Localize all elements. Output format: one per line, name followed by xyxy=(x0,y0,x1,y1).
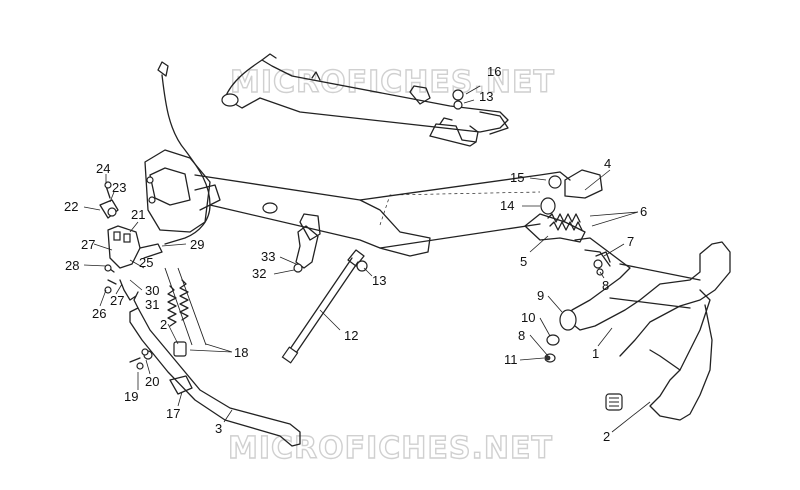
callout-24: 24 xyxy=(96,161,110,176)
callout-28: 28 xyxy=(65,258,79,273)
callout-17: 17 xyxy=(166,406,180,421)
callout-10: 10 xyxy=(521,310,535,325)
callout-1: 1 xyxy=(592,346,599,361)
mount-bracket xyxy=(293,225,319,273)
callout-5: 5 xyxy=(520,254,527,269)
watermark-top: MICROFICHES.NET xyxy=(230,65,555,100)
callout-19: 19 xyxy=(124,389,138,404)
watermark-bottom: MICROFICHES.NET xyxy=(228,431,553,466)
callout-7: 7 xyxy=(627,234,634,249)
callout-13-mid: 13 xyxy=(372,273,386,288)
callout-30: 30 xyxy=(145,283,159,298)
stand-rubber-foot xyxy=(605,393,623,411)
stand-pivot-bolt xyxy=(281,249,365,364)
side-stand xyxy=(129,291,301,447)
frame-tube xyxy=(221,53,509,147)
callout-21: 21 xyxy=(131,207,145,222)
switch-assembly xyxy=(99,181,163,301)
callout-27-lower: 27 xyxy=(110,293,124,308)
callout-3: 3 xyxy=(215,421,222,436)
center-stand xyxy=(559,237,731,421)
callout-11: 11 xyxy=(504,352,518,367)
callout-13-top: 13 xyxy=(479,89,493,104)
callout-12: 12 xyxy=(344,328,358,343)
callout-31: 31 xyxy=(145,297,159,312)
callout-labels: 16 13 15 4 14 6 5 7 8 9 10 8 11 1 2 12 1… xyxy=(64,64,647,444)
callout-8-lower: 8 xyxy=(518,328,525,343)
callout-29: 29 xyxy=(190,237,204,252)
callout-9: 9 xyxy=(537,288,544,303)
callout-23: 23 xyxy=(112,180,126,195)
callout-6: 6 xyxy=(640,204,647,219)
callout-16: 16 xyxy=(487,64,501,79)
callout-26: 26 xyxy=(92,306,106,321)
callout-25: 25 xyxy=(139,255,153,270)
callout-32: 32 xyxy=(252,266,266,281)
callout-33: 33 xyxy=(261,249,275,264)
callout-2-left: 2 xyxy=(160,317,167,332)
callout-22: 22 xyxy=(64,199,78,214)
callout-8-upper: 8 xyxy=(602,278,609,293)
callout-18: 18 xyxy=(234,345,248,360)
callout-4: 4 xyxy=(604,156,611,171)
callout-14: 14 xyxy=(500,198,514,213)
callout-2-right: 2 xyxy=(603,429,610,444)
side-bracket xyxy=(144,61,221,245)
callout-27-upper: 27 xyxy=(81,237,95,252)
callout-20: 20 xyxy=(145,374,159,389)
leader-lines xyxy=(83,85,651,433)
callout-15: 15 xyxy=(510,170,524,185)
lower-frame-tube xyxy=(194,171,571,257)
washers-and-nuts xyxy=(104,89,604,370)
